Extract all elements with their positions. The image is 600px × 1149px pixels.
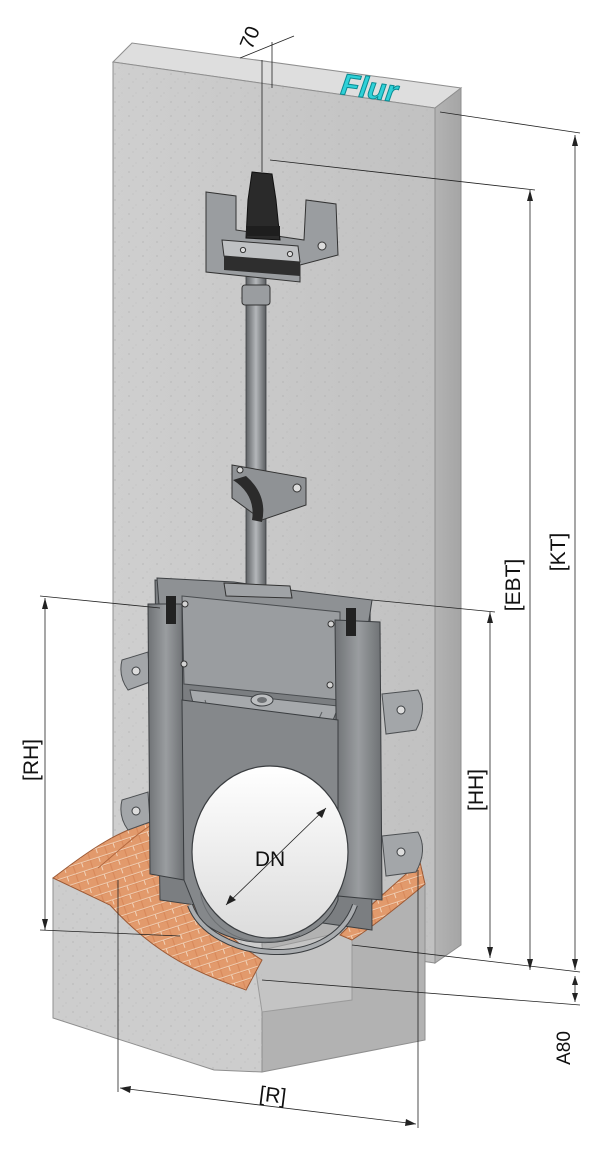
label-hh: [HH] [465, 769, 488, 811]
label-dn: DN [255, 848, 285, 871]
bolt-icon [180, 660, 188, 668]
bolt-icon [396, 847, 406, 857]
stem-coupling [241, 284, 271, 306]
bracket-upper-left [120, 651, 151, 691]
dimension-labels: 70 [KT] [EBT] [HH] [RH] A80 DN [R] [20, 23, 575, 1108]
stem-guide-bracket [231, 464, 307, 522]
bolt-icon [131, 806, 141, 816]
bolt-icon [181, 600, 189, 608]
valve-left-column [147, 603, 185, 881]
wall-brackets [120, 651, 423, 877]
operating-head [205, 171, 339, 283]
bolt-icon [317, 241, 327, 251]
spindle-cap [245, 171, 281, 241]
valve-stem-assembly [205, 171, 339, 599]
bracket-lower-left [120, 791, 151, 831]
bolt-icon [239, 246, 247, 254]
gate-plate [181, 595, 341, 701]
label-rh: [RH] [20, 739, 43, 781]
bolt-icon [396, 705, 406, 715]
bolt-icon [327, 620, 335, 628]
wall-side-face [434, 86, 462, 964]
valve-stem [245, 271, 267, 593]
column-cap-left [166, 596, 176, 624]
dn-dimension-line [225, 807, 327, 906]
head-clamp [224, 256, 300, 276]
label-kt: [KT] [547, 533, 570, 572]
valve-body [147, 577, 383, 955]
label-ebt: [EBT] [502, 559, 525, 612]
pipe-bore [191, 765, 349, 939]
bolt-icon [292, 483, 302, 493]
dimension-lines [39, 35, 581, 1128]
bolt-icon [236, 466, 244, 474]
bolt-icon [326, 681, 334, 689]
label-70: 70 [236, 23, 265, 52]
bracket-lower-right [381, 831, 423, 877]
stem-base-flange [223, 582, 293, 599]
label-r: [R] [258, 1082, 287, 1108]
column-cap-right [346, 608, 356, 636]
bolt-icon [131, 666, 141, 676]
r-dimension-line [119, 1087, 417, 1125]
label-a80: A80 [554, 1031, 575, 1065]
bolt-icon [286, 250, 294, 258]
bracket-upper-right [381, 689, 423, 735]
